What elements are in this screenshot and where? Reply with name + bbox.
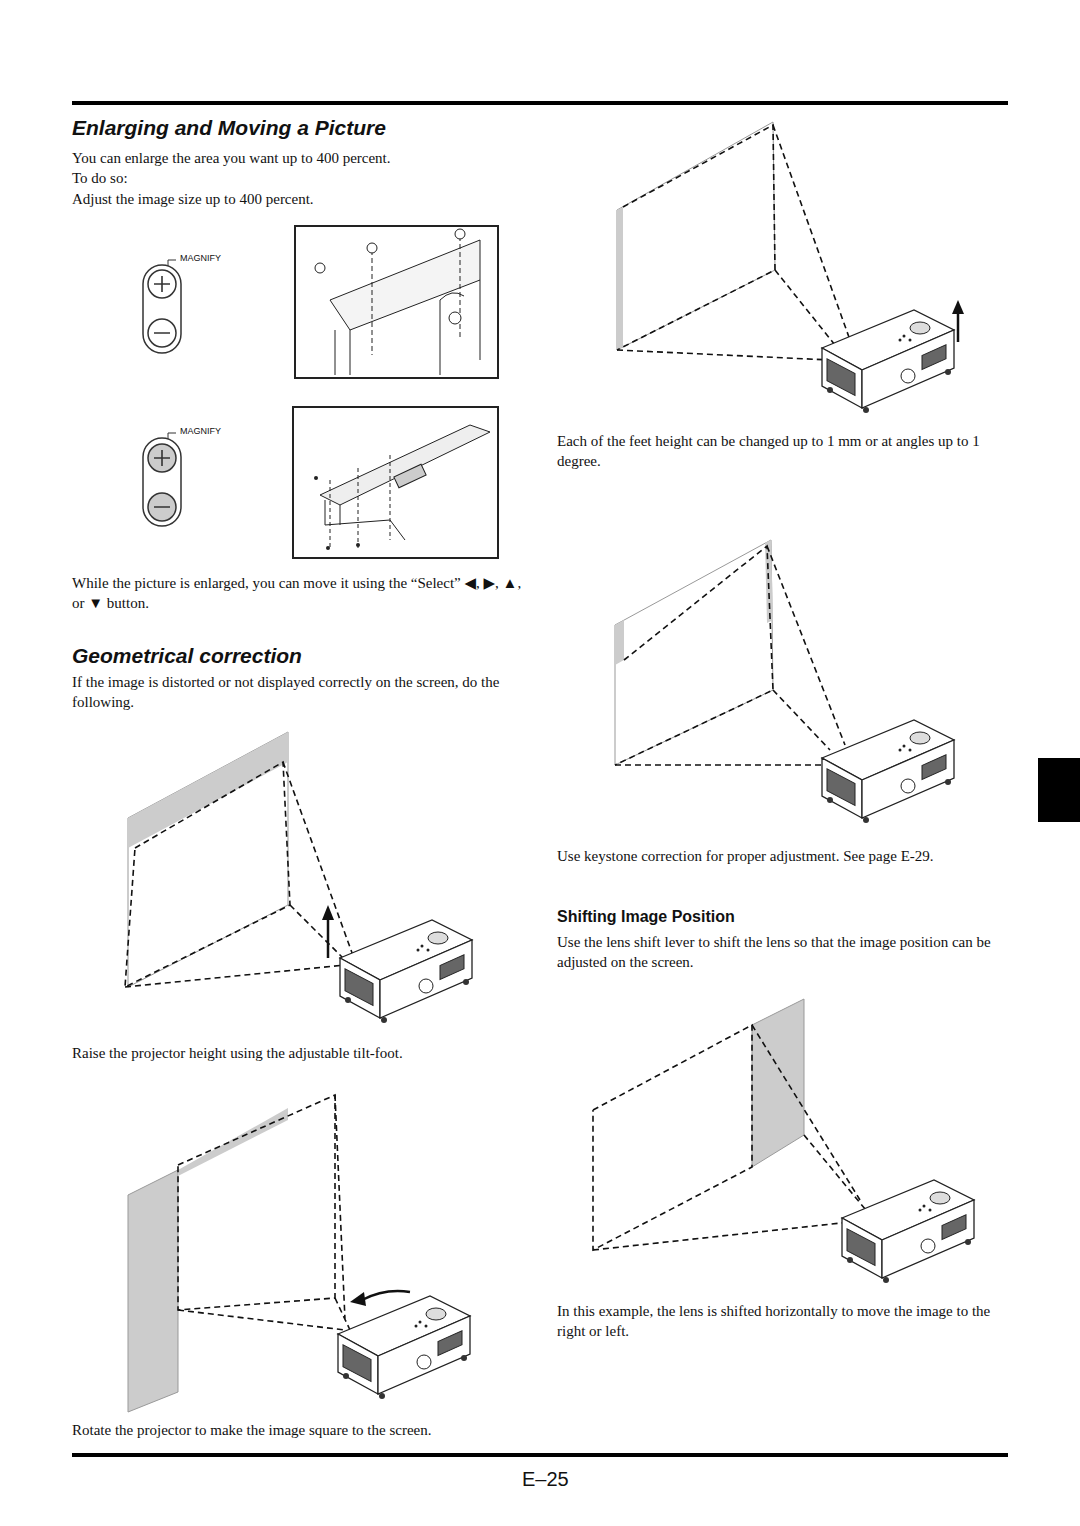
bracket-drawing [295,226,498,378]
body-text: If the image is distorted or not display… [72,673,532,712]
magnify-button [143,260,181,353]
caption-text: Each of the feet height can be changed u… [557,432,1012,471]
caption-text: In this example, the lens is shifted hor… [557,1302,1012,1341]
projector [822,720,954,823]
section-heading: Geometrical correction [72,642,302,669]
bracket-drawing [293,407,498,558]
caption-text: Rotate the projector to make the image s… [72,1421,532,1441]
keystone-figure [615,540,954,823]
magnify-button [143,433,181,526]
body-text: Adjust the image size up to 400 percent. [72,190,532,210]
page-number: E–25 [522,1466,569,1492]
projector [338,1296,470,1399]
side-tab [1038,758,1080,822]
top-rule [72,101,1008,105]
projector [340,920,472,1023]
keystone-figure [125,732,472,1023]
body-text: While the picture is enlarged, you can m… [72,574,532,613]
button-label: MAGNIFY [180,426,221,438]
projector [842,1180,974,1283]
button-label: MAGNIFY [180,253,221,265]
body-text: To do so: [72,169,128,189]
bottom-rule [72,1453,1008,1457]
caption-text: Use keystone correction for proper adjus… [557,847,1012,867]
caption-text: Raise the projector height using the adj… [72,1044,532,1064]
section-heading: Enlarging and Moving a Picture [72,114,386,141]
body-text: You can enlarge the area you want up to … [72,149,532,169]
projector [822,310,954,413]
body-text: Use the lens shift lever to shift the le… [557,933,1012,972]
sub-heading: Shifting Image Position [557,907,735,928]
lens-shift-figure [593,999,974,1283]
keystone-figure [617,122,964,413]
keystone-figure [128,1095,470,1412]
